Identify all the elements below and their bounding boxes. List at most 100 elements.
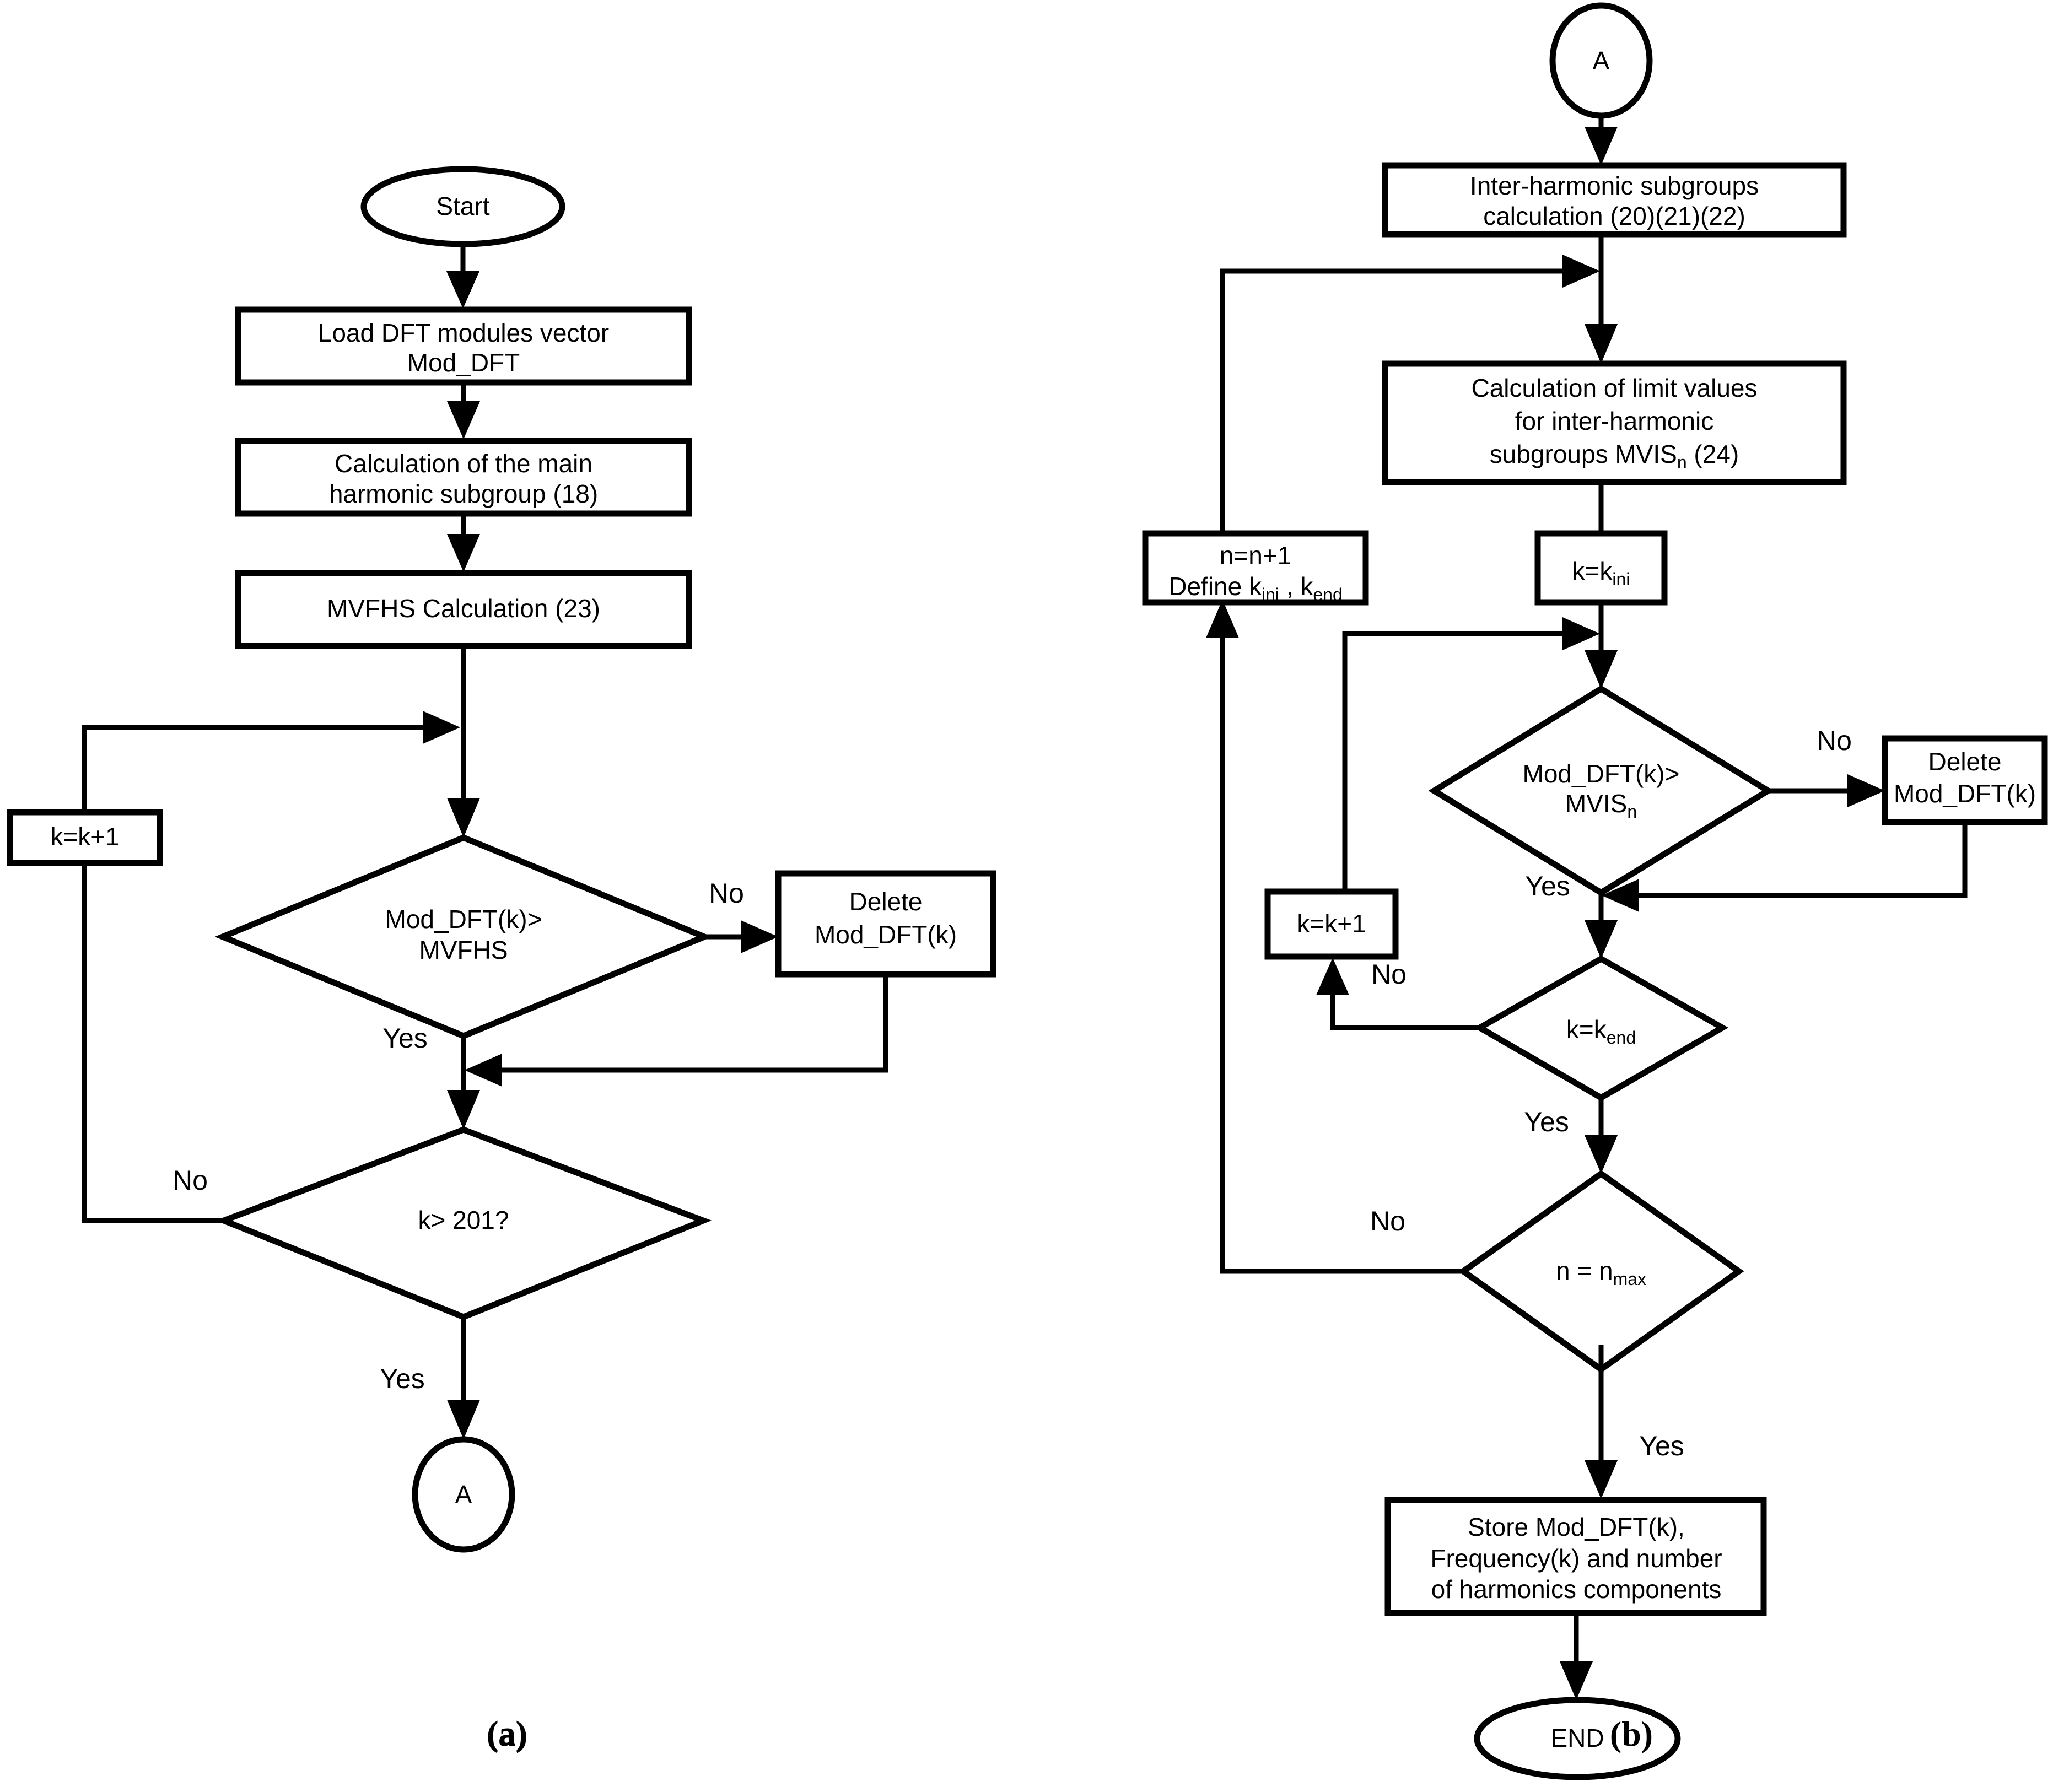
edge-kend-no: No xyxy=(1316,958,1480,1030)
edge-label-nmax-yes: Yes xyxy=(1639,1431,1684,1461)
edge-store-to-end xyxy=(1560,1613,1593,1700)
edge-kincb-loopback xyxy=(1342,617,1600,934)
edge-label-kend-no: No xyxy=(1371,959,1407,990)
node-decision-mvfhs-line2: MVFHS xyxy=(419,936,508,964)
node-calc-limit-values-line3-post: (24) xyxy=(1687,440,1739,468)
node-n-increment-line1: n=n+1 xyxy=(1220,541,1291,570)
node-decision-nmax: n = nmax xyxy=(1458,1170,1744,1373)
node-calc-limit-values-line2: for inter-harmonic xyxy=(1515,407,1713,435)
node-decision-k201-label: k> 201? xyxy=(418,1206,509,1234)
node-k-increment-b-label: k=k+1 xyxy=(1297,909,1366,938)
node-decision-kend-label: k=kend xyxy=(1566,1015,1636,1048)
node-n-increment-line2-mid: , k xyxy=(1279,572,1313,601)
edge-label-k201-no: No xyxy=(173,1165,208,1196)
edge-label-mvis-yes: Yes xyxy=(1525,871,1570,902)
node-n-increment-line2-sub1: ini xyxy=(1262,585,1279,604)
edge-mvis-no: No xyxy=(1768,725,1885,807)
node-start: Start xyxy=(360,166,565,247)
node-calc-limit-values: Calculation of limit values for inter-ha… xyxy=(1382,360,1847,485)
edge-label-mvfhs-no: No xyxy=(709,878,744,909)
node-k-init-pre: k=k xyxy=(1572,557,1613,585)
node-store-results-line1: Store Mod_DFT(k), xyxy=(1468,1513,1685,1541)
node-k-init: k=kini xyxy=(1534,530,1668,606)
node-connector-a-out-label: A xyxy=(455,1480,472,1509)
node-k-init-sub: ini xyxy=(1612,569,1630,589)
node-decision-kend: k=kend xyxy=(1473,955,1729,1102)
node-inter-harmonic-subgroups: Inter-harmonic subgroups calculation (20… xyxy=(1382,162,1847,238)
edge-mvis-yes-down xyxy=(1585,893,1618,959)
edge-delete-merge xyxy=(465,974,888,1087)
edge-label-k201-yes: Yes xyxy=(380,1363,425,1394)
node-k-increment-a: k=k+1 xyxy=(7,809,163,866)
edge-label-nmax-no: No xyxy=(1370,1206,1405,1237)
node-calc-limit-values-line3: subgroups MVISn (24) xyxy=(1490,440,1739,472)
edge-connector-to-intersub xyxy=(1585,116,1618,165)
edge-ninc-loopback xyxy=(1220,255,1600,584)
node-connector-a-in: A xyxy=(1549,2,1653,119)
edge-k201-yes-to-connector: Yes xyxy=(380,1317,480,1439)
node-decision-mvis-line1: Mod_DFT(k)> xyxy=(1523,759,1680,788)
node-calc-main-harmonic-line2: harmonic subgroup (18) xyxy=(329,479,598,508)
node-decision-nmax-pre: n = n xyxy=(1556,1256,1613,1285)
node-k-init-label: k=kini xyxy=(1572,557,1630,589)
node-start-label: Start xyxy=(436,192,489,220)
node-load-dft-line2: Mod_DFT xyxy=(407,348,520,377)
node-k-increment-a-label: k=k+1 xyxy=(50,822,119,851)
edge-label-kend-yes: Yes xyxy=(1524,1106,1569,1137)
node-end-label: END xyxy=(1550,1724,1604,1752)
edge-nmax-no: No xyxy=(1206,600,1463,1274)
edge-kend-yes-down: Yes xyxy=(1524,1098,1618,1174)
node-inter-harmonic-subgroups-line1: Inter-harmonic subgroups xyxy=(1470,171,1759,200)
node-n-increment: n=n+1 Define kini , kend xyxy=(1142,530,1369,606)
node-calc-limit-values-line3-sub: n xyxy=(1677,452,1687,472)
node-calc-limit-values-line3-pre: subgroups MVIS xyxy=(1490,440,1677,468)
node-load-dft: Load DFT modules vector Mod_DFT xyxy=(235,306,692,386)
edge-calcmain-to-mvfhs xyxy=(447,514,480,572)
node-n-increment-line2-pre: Define k xyxy=(1168,572,1262,601)
edge-start-to-load xyxy=(446,244,479,309)
panel-caption-a: (a) xyxy=(487,1715,527,1752)
node-k-increment-b: k=k+1 xyxy=(1264,888,1399,960)
node-decision-mvfhs: Mod_DFT(k)> MVFHS xyxy=(214,834,713,1039)
node-delete-moddft-line1: Delete xyxy=(849,887,923,916)
node-decision-kend-pre: k=k xyxy=(1566,1015,1607,1044)
node-load-dft-line1: Load DFT modules vector xyxy=(318,319,609,347)
node-decision-mvfhs-line1: Mod_DFT(k)> xyxy=(385,905,542,933)
edge-mvfhs-no: No xyxy=(704,878,778,953)
node-calc-main-harmonic-line1: Calculation of the main xyxy=(335,449,592,478)
edge-k201-no-to-kinc xyxy=(82,863,223,1223)
node-n-increment-line2-sub2: end xyxy=(1313,585,1342,604)
node-n-increment-line2: Define kini , kend xyxy=(1168,572,1343,604)
node-inter-harmonic-subgroups-line2: calculation (20)(21)(22) xyxy=(1483,202,1745,230)
node-mvfhs-calculation: MVFHS Calculation (23) xyxy=(235,570,692,649)
node-store-results: Store Mod_DFT(k), Frequency(k) and numbe… xyxy=(1384,1497,1767,1616)
edge-kinc-loopback xyxy=(82,711,460,812)
node-store-results-line2: Frequency(k) and number xyxy=(1430,1544,1722,1573)
node-decision-mvis-line2: MVISn xyxy=(1565,789,1637,822)
edge-mvfhs-to-decision xyxy=(447,646,480,838)
node-decision-nmax-label: n = nmax xyxy=(1556,1256,1646,1289)
edge-label-mvfhs-yes: Yes xyxy=(382,1023,428,1054)
edge-deleteb-merge xyxy=(1602,822,1968,912)
edge-load-to-calcmain xyxy=(447,382,480,439)
node-delete-moddft-b-line1: Delete xyxy=(1928,747,2002,776)
edge-kini-to-decision xyxy=(1585,602,1618,689)
edge-label-mvis-no: No xyxy=(1817,725,1852,756)
node-decision-mvis: Mod_DFT(k)> MVISn xyxy=(1428,685,1774,897)
edge-intersub-to-calclimit xyxy=(1585,234,1618,364)
edge-mvfhs-yes-down xyxy=(447,1036,480,1130)
node-connector-a-in-label: A xyxy=(1593,46,1610,75)
node-decision-mvis-line2-sub: n xyxy=(1627,802,1637,822)
node-decision-k201: k> 201? xyxy=(215,1126,712,1320)
node-store-results-line3: of harmonics components xyxy=(1431,1575,1722,1604)
node-decision-kend-sub: end xyxy=(1607,1028,1636,1048)
node-delete-moddft-b: Delete Mod_DFT(k) xyxy=(1882,735,2048,825)
edge-nmax-yes-down: Yes xyxy=(1585,1345,1684,1499)
node-connector-a-out: A xyxy=(412,1436,515,1553)
node-delete-moddft: Delete Mod_DFT(k) xyxy=(775,870,996,978)
node-delete-moddft-line2: Mod_DFT(k) xyxy=(815,920,957,949)
node-calc-limit-values-line1: Calculation of limit values xyxy=(1471,374,1757,402)
node-decision-nmax-sub: max xyxy=(1613,1269,1646,1289)
